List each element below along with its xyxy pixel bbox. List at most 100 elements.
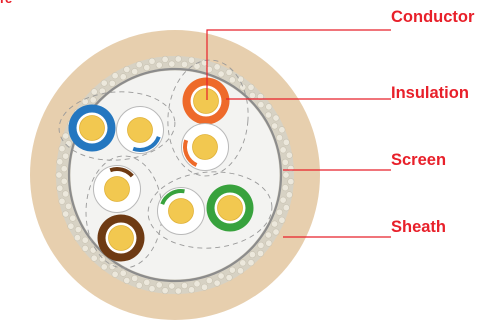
- braid-bead: [275, 134, 283, 142]
- braid-bead: [161, 55, 169, 63]
- pair-outline: [147, 171, 273, 249]
- stripe-white-brown: [109, 167, 134, 178]
- braid-bead: [201, 59, 209, 67]
- braid-bead: [271, 122, 279, 130]
- braid-bead: [62, 132, 70, 140]
- braid-bead: [100, 263, 108, 271]
- braid-bead: [56, 184, 64, 192]
- braid-bead: [257, 241, 265, 249]
- braid-bead: [181, 60, 189, 68]
- braid-bead: [119, 269, 127, 277]
- stripe-white-blue: [132, 135, 161, 152]
- braid-bead: [62, 210, 70, 218]
- braid-bead: [100, 79, 108, 87]
- braid-bead: [257, 101, 265, 109]
- braid-bead: [281, 184, 289, 192]
- braid-bead: [74, 226, 82, 234]
- braid-bead: [60, 165, 68, 173]
- braid-bead: [131, 68, 139, 76]
- braid-bead: [271, 220, 279, 228]
- braid-bead: [247, 259, 255, 267]
- braid-bead: [247, 83, 255, 91]
- braid-bead: [228, 266, 236, 274]
- core-blue: [68, 104, 116, 152]
- braid-bead: [285, 191, 293, 199]
- braid-bead: [65, 202, 73, 210]
- conductor-white-green: [168, 198, 194, 224]
- core-orange: [182, 77, 230, 125]
- braid-bead: [279, 146, 287, 154]
- braid-bead: [265, 239, 273, 247]
- label-insulation: Insulation: [391, 84, 469, 102]
- braid-bead: [287, 164, 295, 172]
- core-white-blue: [116, 106, 164, 154]
- leader-conductor: [206, 29, 391, 100]
- braid-bead: [148, 285, 156, 293]
- braid-bead: [275, 208, 283, 216]
- braid-bead: [60, 177, 68, 185]
- braid-bead: [55, 171, 63, 179]
- label-screen: Screen: [391, 151, 447, 169]
- braid-bead: [265, 103, 273, 111]
- braid-bead: [155, 61, 163, 69]
- braid-bead: [143, 278, 151, 286]
- core-white-brown: [93, 165, 141, 213]
- braid-bead: [188, 286, 196, 294]
- braid-bead: [161, 287, 169, 295]
- label-conductor: Conductor: [391, 8, 475, 26]
- braid-bead: [89, 96, 97, 104]
- braid-bead: [264, 111, 272, 119]
- braid-bead: [256, 93, 264, 101]
- braid-bead: [264, 231, 272, 239]
- braid-bead: [119, 73, 127, 81]
- core-white-orange: [181, 123, 229, 171]
- braid-bead: [282, 138, 290, 146]
- pair-outline: [167, 59, 249, 177]
- corner-title-fragment: re: [0, 0, 12, 6]
- braid-bead: [62, 152, 70, 160]
- braid-bead: [228, 76, 236, 84]
- braid-bead: [65, 140, 73, 148]
- braid-bead: [217, 272, 225, 280]
- braid-bead: [272, 228, 280, 236]
- braid-bead: [58, 145, 66, 153]
- core-green: [206, 184, 254, 232]
- pair-outline: [58, 91, 176, 161]
- conductor-white-blue: [127, 117, 153, 143]
- braid-bead: [205, 277, 213, 285]
- braid-bead: [239, 83, 247, 91]
- braid-bead: [81, 236, 89, 244]
- braid-bead: [81, 244, 89, 252]
- braid-bead: [73, 234, 81, 242]
- braid-bead: [81, 98, 89, 106]
- braid-bead: [279, 196, 287, 204]
- braid-bead: [108, 79, 116, 87]
- braid-bead: [69, 214, 77, 222]
- braid-bead: [287, 178, 295, 186]
- braid-bead: [239, 259, 247, 267]
- conductor-brown: [108, 225, 134, 251]
- braid-bead: [278, 126, 286, 134]
- label-sheath: Sheath: [391, 218, 447, 236]
- conductor-white-orange: [192, 134, 218, 160]
- braid-bead: [272, 114, 280, 122]
- braid-bead: [123, 66, 131, 74]
- braid-bead: [193, 280, 201, 288]
- braid-bead: [90, 88, 98, 96]
- conductor-green: [217, 195, 243, 221]
- braid-bead: [282, 204, 290, 212]
- braid-bead: [98, 255, 106, 263]
- cores: [68, 77, 254, 262]
- braid-bead: [278, 216, 286, 224]
- conductor-blue: [79, 115, 105, 141]
- braid-bead: [90, 254, 98, 262]
- braid-bead: [237, 267, 245, 275]
- core-white-green: [157, 187, 205, 235]
- braid-bead: [89, 246, 97, 254]
- braid-bead: [201, 283, 209, 291]
- braid-bead: [248, 91, 256, 99]
- conductor-white-brown: [104, 176, 130, 202]
- braid-bead: [256, 249, 264, 257]
- braid-bead: [123, 276, 131, 284]
